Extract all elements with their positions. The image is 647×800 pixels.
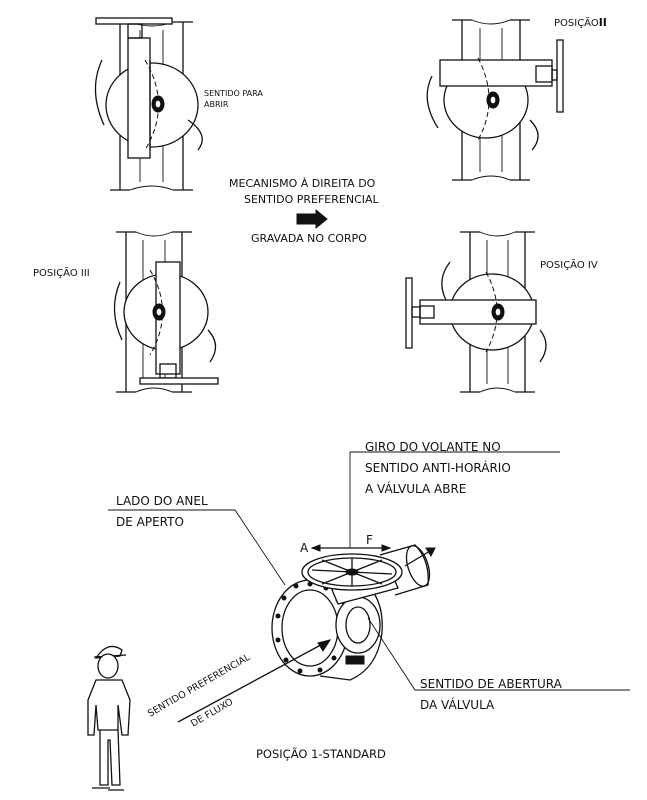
label-sentido-para: SENTIDO PARA xyxy=(204,89,263,98)
valve-position-4 xyxy=(405,231,547,393)
label-abertura-line2: DA VÁLVULA xyxy=(420,697,495,712)
label-posicao-4: POSIÇÃO IV xyxy=(540,258,598,271)
label-f: F xyxy=(366,533,373,547)
label-posicao-3: POSIÇÃO III xyxy=(33,266,90,279)
valve-position-1-top xyxy=(94,17,203,191)
label-giro-line1: GIRO DO VOLANTE NO xyxy=(365,440,501,454)
valve-position-3 xyxy=(113,231,219,393)
label-mecanismo-line1: MECANISMO À DIREITA DO xyxy=(229,177,376,190)
label-posicao-2: POSIÇÃOII xyxy=(554,16,607,29)
label-lado-line1: LADO DO ANEL xyxy=(116,494,208,508)
label-mecanismo-line2: SENTIDO PREFERENCIAL xyxy=(244,193,380,206)
person-figure-icon xyxy=(87,645,131,791)
label-sentido-preferencial: SENTIDO PREFERENCIAL xyxy=(146,652,253,720)
label-de-fluxo: DE FLUXO xyxy=(189,697,235,730)
label-posicao-1-standard: POSIÇÃO 1-STANDARD xyxy=(256,746,386,761)
valve-isometric-standard xyxy=(108,451,630,723)
label-gravada: GRAVADA NO CORPO xyxy=(251,232,367,245)
label-abrir: ABRIR xyxy=(204,100,229,109)
valve-position-2-top xyxy=(426,19,564,181)
right-arrow-icon xyxy=(296,208,328,230)
label-giro-line2: SENTIDO ANTI-HORÁRIO xyxy=(365,460,511,475)
label-giro-line3: A VÁLVULA ABRE xyxy=(365,481,466,496)
label-abertura-line1: SENTIDO DE ABERTURA xyxy=(420,677,563,691)
label-a: A xyxy=(300,541,309,555)
label-lado-line2: DE APERTO xyxy=(116,515,184,529)
